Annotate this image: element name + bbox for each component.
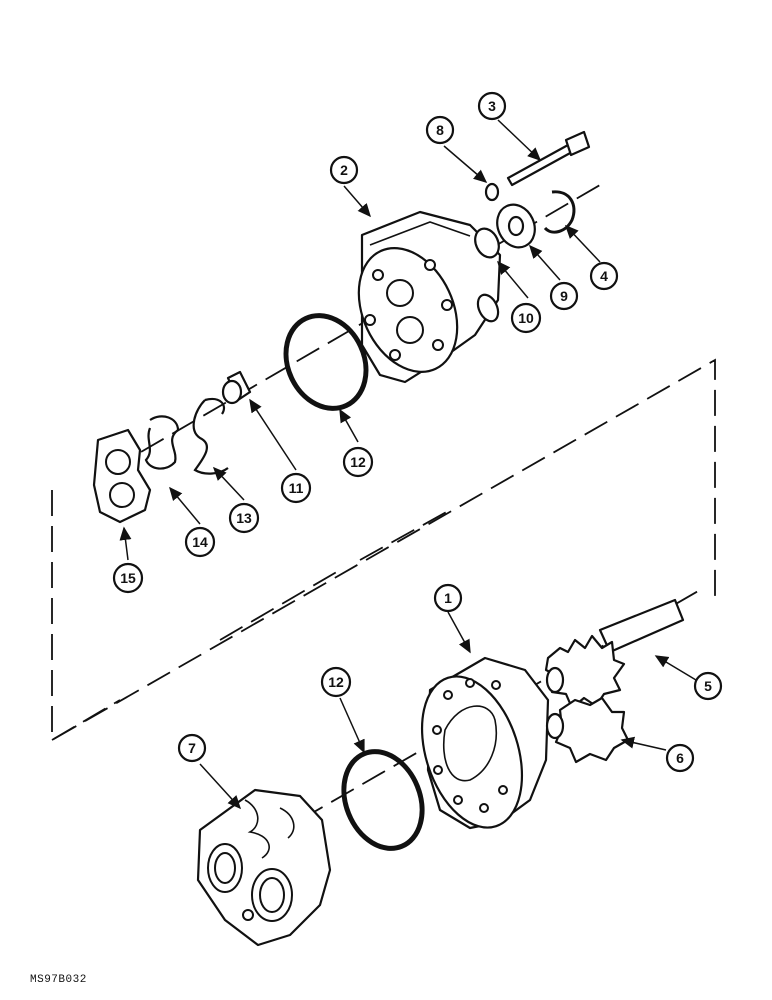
callout-label: 8 xyxy=(436,122,444,138)
callout-label: 13 xyxy=(236,510,252,526)
callout-label: 10 xyxy=(518,310,534,326)
callout-label: 4 xyxy=(600,268,608,284)
drive-gear-part-5 xyxy=(544,598,685,710)
callout-label: 12 xyxy=(328,674,344,690)
callout-label: 3 xyxy=(488,98,496,114)
o-ring-part-12-lower xyxy=(341,749,425,851)
bearing-part-9 xyxy=(496,203,536,249)
callout-label: 9 xyxy=(560,288,568,304)
callout-6: 6 xyxy=(665,743,695,773)
washer-part-8 xyxy=(484,182,500,202)
callout-1: 1 xyxy=(433,583,463,613)
front-cover-part-2 xyxy=(357,210,502,384)
pump-body-part-1 xyxy=(420,656,550,830)
seal-part-10 xyxy=(474,227,500,259)
callout-15: 15 xyxy=(112,562,144,594)
driven-gear-part-6 xyxy=(545,696,630,764)
o-ring-part-12-upper xyxy=(283,313,369,411)
callout-2: 2 xyxy=(329,155,359,185)
wire-seal-part-13 xyxy=(192,397,229,475)
figure-code: MS97B032 xyxy=(30,974,87,986)
callout-12-lower: 12 xyxy=(320,666,352,698)
callout-label: 15 xyxy=(120,570,136,586)
callout-label: 12 xyxy=(350,454,366,470)
callout-label: 5 xyxy=(704,678,712,694)
callout-5: 5 xyxy=(693,671,723,701)
bushing-part-11 xyxy=(221,370,252,405)
rear-cover-part-7 xyxy=(196,788,332,947)
callout-14: 14 xyxy=(184,526,216,558)
callout-7: 7 xyxy=(177,733,207,763)
callout-11: 11 xyxy=(280,472,312,504)
callout-10: 10 xyxy=(510,302,542,334)
wear-plate-part-15 xyxy=(92,428,152,524)
snap-ring-part-4 xyxy=(543,190,576,234)
wire-seal-part-14 xyxy=(144,415,180,470)
callout-4: 4 xyxy=(589,261,619,291)
callout-8: 8 xyxy=(425,115,455,145)
callout-label: 14 xyxy=(192,534,208,550)
callout-label: 7 xyxy=(188,740,196,756)
callout-9: 9 xyxy=(549,281,579,311)
callout-3: 3 xyxy=(477,91,507,121)
bolt-part-3 xyxy=(506,130,591,187)
leader-lines xyxy=(119,119,697,810)
callout-12-upper: 12 xyxy=(342,446,374,478)
callout-13: 13 xyxy=(228,502,260,534)
callout-label: 2 xyxy=(340,162,348,178)
callout-label: 6 xyxy=(676,750,684,766)
callout-label: 11 xyxy=(289,480,304,496)
callout-label: 1 xyxy=(444,590,452,606)
